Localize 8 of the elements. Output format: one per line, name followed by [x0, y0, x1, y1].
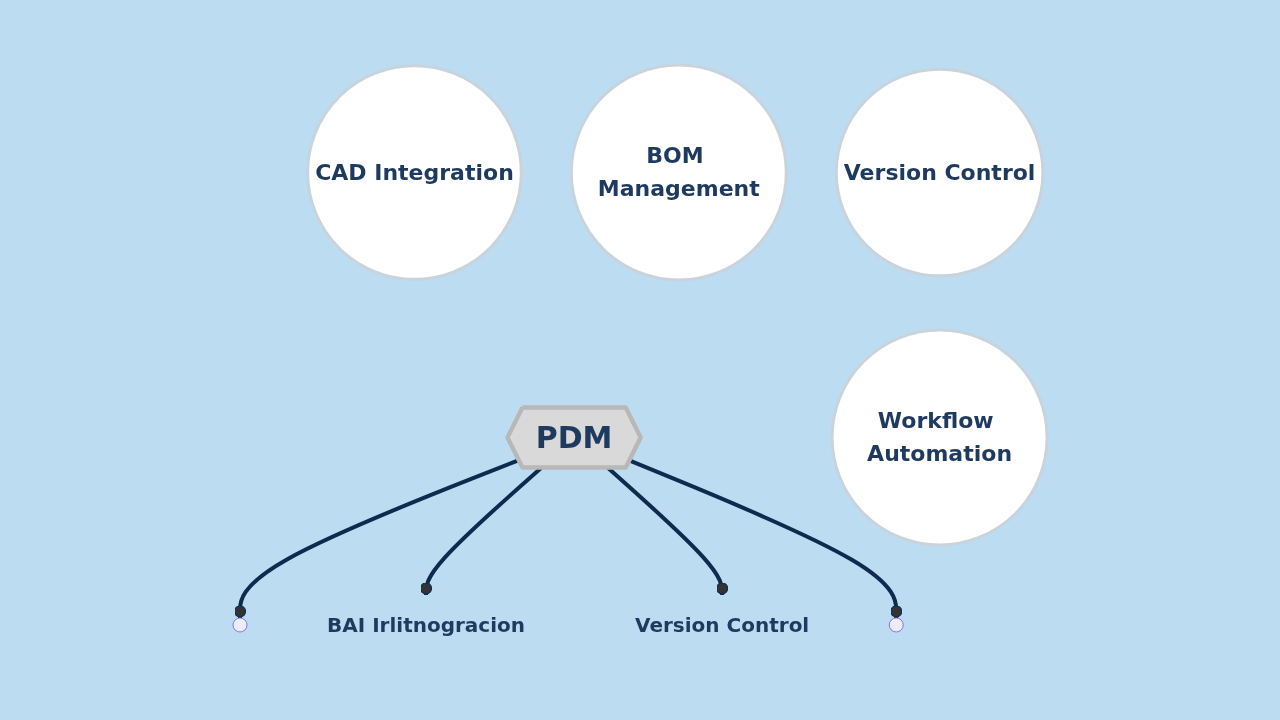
node-circle: CAD Integration [306, 64, 523, 281]
node-circle: Version Control [834, 67, 1045, 278]
node-circle: BOM Management [569, 63, 788, 282]
node-text: BAI Irlitnogracion [326, 612, 525, 637]
node-text: Version Control [635, 612, 810, 637]
connector [629, 458, 903, 618]
connector [233, 458, 520, 618]
node-circle: Workflow Automation [830, 328, 1049, 547]
